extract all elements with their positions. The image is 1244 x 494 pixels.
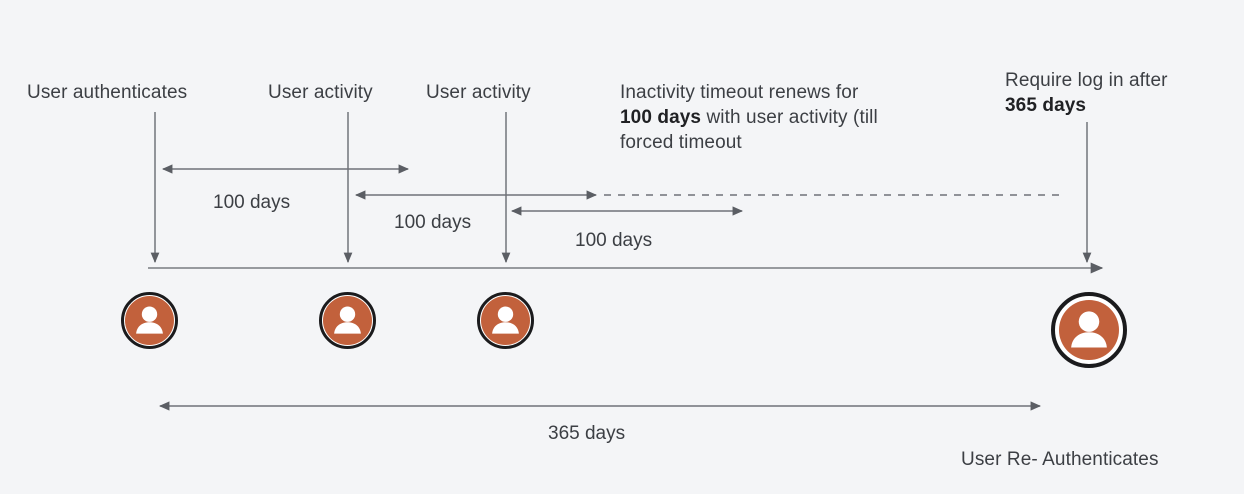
label-inactivity-timeout-note: Inactivity timeout renews for 100 days w… <box>620 80 960 155</box>
label-require-login-note: Require log in after 365 days <box>1005 68 1244 118</box>
label-total-span: 365 days <box>548 423 626 444</box>
avatar-ring <box>121 292 178 349</box>
person-silhouette-icon <box>1071 311 1107 348</box>
user-avatar-icon-reauth <box>1051 292 1127 368</box>
avatar-ring <box>477 292 534 349</box>
span-arrows <box>161 164 1066 216</box>
label-user-reauthenticates: User Re- Authenticates <box>961 449 1159 470</box>
user-avatar-icon-3 <box>477 292 534 349</box>
user-avatar-icon-2 <box>319 292 376 349</box>
require-login-bold-days: 365 days <box>1005 95 1087 116</box>
label-span-2: 100 days <box>394 212 472 233</box>
person-silhouette-icon <box>334 306 361 334</box>
avatar-ring <box>1051 292 1127 368</box>
inactivity-note-line1: Inactivity timeout renews for <box>620 82 859 103</box>
label-span-3: 100 days <box>575 230 653 251</box>
inactivity-note-line3: forced timeout <box>620 132 742 153</box>
require-login-line1: Require log in after <box>1005 70 1168 91</box>
label-user-activity-1: User activity <box>268 82 373 103</box>
avatar-ring <box>319 292 376 349</box>
inactivity-note-line2: with user activity (till <box>701 107 878 128</box>
label-user-authenticates: User authenticates <box>27 82 188 103</box>
user-avatar-icon-1 <box>121 292 178 349</box>
inactivity-note-bold-days: 100 days <box>620 107 702 128</box>
person-silhouette-icon <box>136 306 163 334</box>
label-user-activity-2: User activity <box>426 82 531 103</box>
event-droplines <box>150 112 1092 264</box>
label-span-1: 100 days <box>213 192 291 213</box>
person-silhouette-icon <box>492 306 519 334</box>
